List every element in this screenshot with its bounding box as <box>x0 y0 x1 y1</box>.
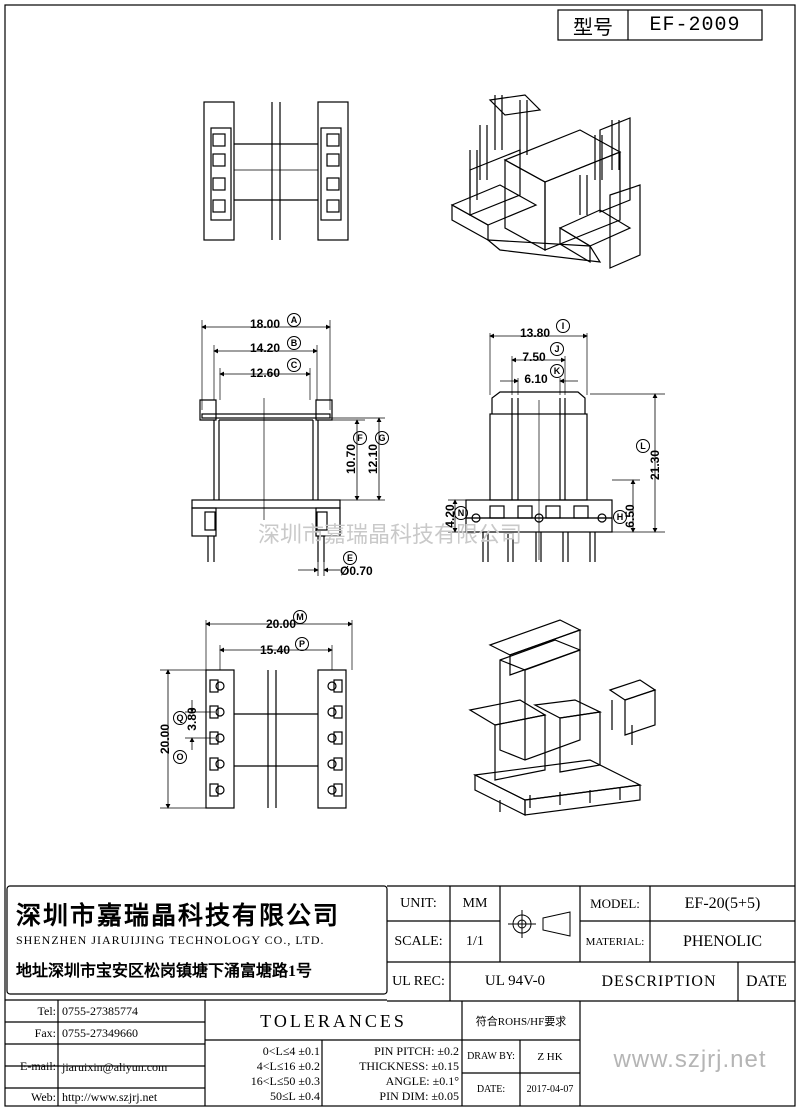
label-J: J <box>550 342 564 356</box>
tolerance-2: 4<L≤16 ±0.2 <box>256 1059 320 1073</box>
model-label: MODEL: <box>590 895 640 911</box>
ul-rec-value: UL 94V-0 <box>484 973 546 989</box>
unit-label: UNIT: <box>400 895 437 911</box>
label-L: L <box>636 439 650 453</box>
label-H: H <box>613 510 627 524</box>
tel-value: 0755-27385774 <box>62 1003 138 1018</box>
fax-value: 0755-27349660 <box>62 1025 138 1040</box>
dim-Q: 20.00 <box>158 723 172 755</box>
dim-I: 13.80 <box>519 326 551 340</box>
top-view <box>203 101 349 241</box>
tolerance-3: 16<L≤50 ±0.3 <box>250 1074 320 1088</box>
dim-E: Ø0.70 <box>340 564 373 578</box>
side-view-dimensions <box>448 333 665 533</box>
model-label-cn: 型号 <box>573 16 613 39</box>
title-block-lines <box>5 885 795 1106</box>
projection-symbol <box>508 910 571 938</box>
dim-M: 20.00 <box>265 617 297 631</box>
iso-view-bottom <box>468 619 657 816</box>
bottom-view <box>205 620 353 809</box>
ul-rec-label: UL REC: <box>392 973 445 989</box>
watermark: 深圳市嘉瑞晶科技有限公司 <box>257 522 522 547</box>
web-label: Web: <box>30 1089 56 1104</box>
thickness-tolerance: THICKNESS: ±0.15 <box>359 1059 459 1073</box>
tolerance-1: 0<L≤4 ±0.1 <box>262 1044 320 1058</box>
date-value: 2017-04-07 <box>526 1084 574 1095</box>
bottom-view-dimensions <box>160 621 353 809</box>
scale-value: 1/1 <box>466 933 484 949</box>
company-name-cn: 深圳市嘉瑞晶科技有限公司 <box>16 903 341 930</box>
model-value: EF-20(5+5) <box>684 894 761 912</box>
dim-O: 3.80 <box>185 707 199 731</box>
draw-by-label: DRAW BY: <box>467 1051 515 1062</box>
iso-view-top <box>450 94 641 269</box>
material-value: PHENOLIC <box>682 932 763 950</box>
label-O: O <box>173 750 187 764</box>
draw-by-value: Z HK <box>537 1050 563 1063</box>
front-view <box>191 320 341 562</box>
label-N: N <box>454 506 468 520</box>
tel-label: Tel: <box>37 1003 57 1018</box>
company-name-en: SHENZHEN JIARUIJING TECHNOLOGY CO., LTD. <box>16 932 325 947</box>
dim-L: 21.30 <box>648 449 662 481</box>
header-model-value: EF-2009 <box>649 13 741 37</box>
pin-dim-tolerance: PIN DIM: ±0.05 <box>379 1089 459 1103</box>
fax-label: Fax: <box>34 1025 56 1040</box>
dim-A: 18.00 <box>249 317 281 331</box>
website-watermark: www.szjrj.net <box>613 1046 767 1073</box>
label-F: F <box>353 431 367 445</box>
email-value[interactable]: jiaruixin@aliyun.com <box>62 1059 168 1074</box>
label-A: A <box>287 313 301 327</box>
pin-pitch-tolerance: PIN PITCH: ±0.2 <box>374 1044 459 1058</box>
scale-label: SCALE: <box>394 933 443 949</box>
email-label: E-mail: <box>20 1058 56 1073</box>
dim-K: 6.10 <box>524 372 548 386</box>
side-view <box>465 333 613 562</box>
company-address: 地址深圳市宝安区松岗镇塘下涌富塘路1号 <box>16 963 313 980</box>
label-G: G <box>375 431 389 445</box>
label-P: P <box>295 637 309 651</box>
label-B: B <box>287 336 301 350</box>
frame-border <box>4 4 796 1107</box>
date-column-label: DATE <box>746 972 787 990</box>
material-label: MATERIAL: <box>585 935 645 948</box>
front-view-dimensions <box>201 324 385 576</box>
tolerances-title: TOLERANCES <box>260 1010 407 1031</box>
dim-C: 12.60 <box>249 366 281 380</box>
rohs-compliance: 符合ROHS/HF要求 <box>475 1016 567 1028</box>
dim-B: 14.20 <box>249 341 281 355</box>
date-label: DATE: <box>476 1084 506 1095</box>
label-K: K <box>550 364 564 378</box>
label-E: E <box>343 551 357 565</box>
unit-value: MM <box>462 895 488 911</box>
label-I: I <box>556 319 570 333</box>
description-label: DESCRIPTION <box>601 972 717 990</box>
label-M: M <box>293 610 307 624</box>
tolerance-4: 50≤L ±0.4 <box>269 1089 320 1103</box>
label-Q: Q <box>173 711 187 725</box>
dim-P: 15.40 <box>259 643 291 657</box>
header-box <box>557 9 763 41</box>
angle-tolerance: ANGLE: ±0.1° <box>385 1074 459 1088</box>
dim-J: 7.50 <box>522 350 546 364</box>
web-value[interactable]: http://www.szjrj.net <box>62 1089 158 1104</box>
label-C: C <box>287 358 301 372</box>
